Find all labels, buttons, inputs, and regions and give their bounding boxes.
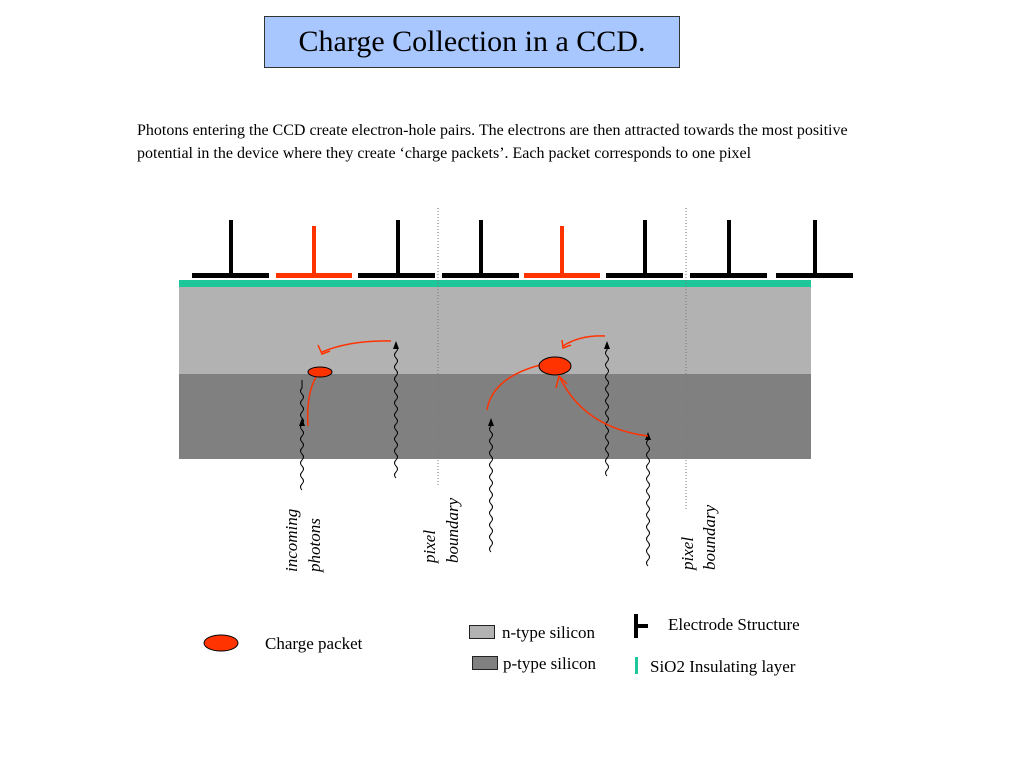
page-title: Charge Collection in a CCD. [298,25,646,58]
electron-arrow-3 [486,364,541,411]
photon-path-2 [393,341,399,479]
legend-n-type-swatch [469,625,495,639]
electron-arrow-4-head [561,339,572,350]
legend-p-type-swatch [472,656,498,670]
photon-path-3 [488,418,494,553]
title-box: Charge Collection in a CCD. [264,16,680,68]
charge-packet-large [538,356,572,376]
incoming-photons-label: incoming [282,508,301,572]
electron-arrow-1 [306,376,317,427]
legend-n-type-label: n-type silicon [502,623,596,642]
electrode-7 [690,220,767,278]
incoming-photons-label-2: photons [305,518,324,572]
legend-sio2-icon [635,657,638,674]
legend-charge-packet-icon [203,634,239,652]
legend-sio2-label: SiO2 Insulating layer [650,657,796,676]
legend-charge-packet-label: Charge packet [265,634,363,653]
pixel-boundary-label-1b: boundary [443,497,462,563]
legend-p-type-label: p-type silicon [503,654,597,673]
electron-arrow-4 [562,335,606,347]
electrode-4 [442,220,519,278]
electrode-1 [192,220,269,278]
electrode-3 [358,220,435,278]
pixel-boundary-label-1: pixel [420,529,439,563]
photon-path-1 [299,380,305,491]
legend-electrode-icon [634,614,648,638]
charge-packet-small [307,366,333,378]
p-type-layer [179,374,811,459]
electron-arrow-2 [321,340,392,353]
electron-arrow-5-head [555,374,568,389]
pixel-boundary-label-2b: boundary [700,504,719,570]
electron-arrow-5 [559,377,649,437]
intro-text: Photons entering the CCD create electron… [137,122,848,162]
electrode-5-active [524,226,600,278]
electron-arrow-2-head [317,344,331,355]
photon-path-4 [604,341,610,477]
electrode-8 [776,220,853,278]
electron-arrows [306,335,649,437]
pixel-boundary-label-2: pixel [678,536,697,570]
legend-electrode-label: Electrode Structure [668,615,800,634]
sio2-layer [179,280,811,287]
n-type-layer [179,287,811,374]
electrode-6 [606,220,683,278]
electrode-2-active [276,226,352,278]
